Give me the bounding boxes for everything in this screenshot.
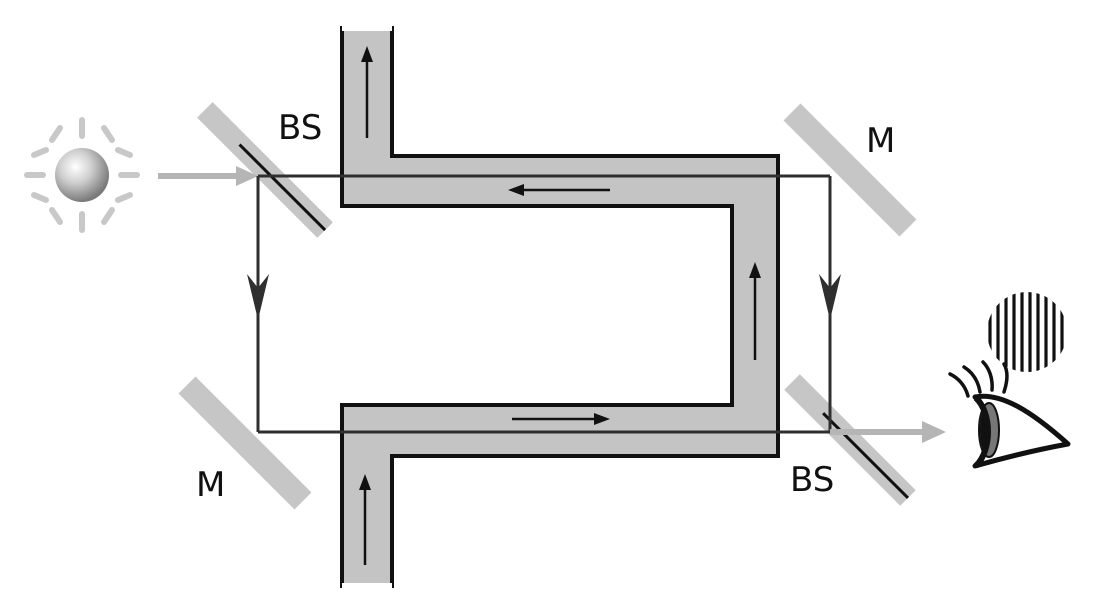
flow-arrows xyxy=(359,46,761,565)
flow-arrow-top-horizontal xyxy=(508,184,610,196)
interference-fringes-icon xyxy=(988,292,1064,372)
beam-splitter-bottom xyxy=(784,374,916,506)
flow-arrow-right-vertical xyxy=(749,262,761,360)
beam-splitter-top xyxy=(197,102,333,238)
optics xyxy=(178,102,917,510)
flow-tube xyxy=(340,25,780,589)
mirror-top-right xyxy=(783,103,917,237)
beam-arrows xyxy=(247,274,841,320)
eye-icon xyxy=(948,360,1071,469)
flow-arrow-bottom-inlet xyxy=(359,474,371,565)
beam-arrow-left-down xyxy=(247,274,269,320)
flow-tube-body xyxy=(340,26,780,588)
label-beam-splitter-top: BS xyxy=(278,108,322,148)
label-mirror-bottom: M xyxy=(196,465,225,505)
label-mirror-top: M xyxy=(866,121,895,161)
label-beam-splitter-bottom: BS xyxy=(790,460,834,500)
sun-lamp-icon xyxy=(24,117,140,233)
flow-arrow-bottom-horizontal xyxy=(512,413,610,425)
beam-output-arrowhead xyxy=(922,421,946,443)
flow-arrow-top-exit xyxy=(361,46,373,138)
beam-arrow-right-down xyxy=(819,274,841,320)
beam-input-arrowhead xyxy=(236,166,258,186)
mirror-bottom-left xyxy=(178,376,312,510)
